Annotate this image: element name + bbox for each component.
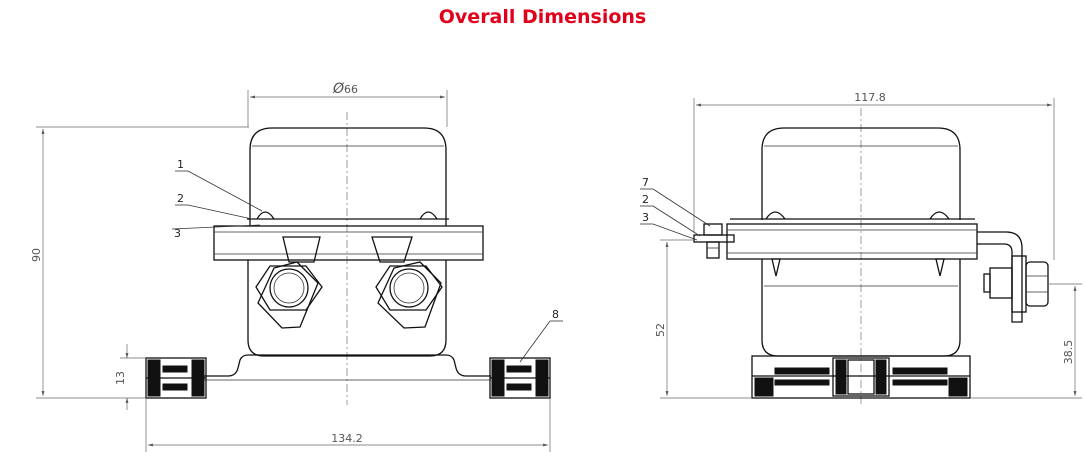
front-lower-body bbox=[247, 260, 447, 357]
side-terminal-right bbox=[977, 231, 1049, 323]
svg-text:3: 3 bbox=[174, 227, 181, 240]
dim-width: 134.2 bbox=[331, 432, 363, 445]
dim-side-width: 117.8 bbox=[854, 91, 886, 104]
front-foot-right bbox=[489, 357, 551, 399]
callout-8: 8 bbox=[519, 308, 563, 363]
callout-1: 1 bbox=[175, 158, 263, 212]
svg-text:2: 2 bbox=[642, 193, 649, 206]
svg-text:3: 3 bbox=[642, 211, 649, 224]
dim-height: 90 bbox=[30, 248, 43, 262]
dim-terminal-height: 52 bbox=[654, 323, 667, 337]
callout-7: 7 bbox=[640, 176, 711, 227]
front-terminal-right bbox=[375, 261, 443, 329]
front-housing bbox=[249, 127, 447, 226]
side-view: 117.8 52 38.5 7 2 3 bbox=[640, 91, 1082, 405]
front-foot-left bbox=[145, 357, 207, 399]
side-base bbox=[751, 355, 971, 399]
front-screw-right bbox=[419, 211, 438, 220]
callout-2: 2 bbox=[175, 192, 253, 220]
front-base-bracket bbox=[203, 354, 491, 377]
front-screw-left bbox=[256, 211, 275, 220]
svg-text:7: 7 bbox=[642, 176, 649, 189]
front-view: Ø66 90 13 134.2 1 2 3 8 bbox=[30, 81, 563, 452]
callout-side-3: 3 bbox=[640, 211, 698, 241]
svg-text:2: 2 bbox=[177, 192, 184, 205]
front-flange bbox=[213, 225, 484, 261]
callout-side-2: 2 bbox=[640, 193, 701, 237]
front-terminal-left bbox=[255, 261, 323, 329]
page-title: Overall Dimensions bbox=[438, 6, 647, 28]
dim-stud-height: 38.5 bbox=[1062, 340, 1075, 365]
callout-3: 3 bbox=[171, 224, 261, 240]
dim-foot-height: 13 bbox=[114, 371, 127, 385]
side-flange bbox=[726, 223, 978, 260]
side-housing bbox=[761, 127, 961, 220]
dim-diameter: Ø66 bbox=[332, 81, 358, 97]
svg-text:8: 8 bbox=[552, 308, 559, 321]
svg-text:1: 1 bbox=[177, 158, 184, 171]
